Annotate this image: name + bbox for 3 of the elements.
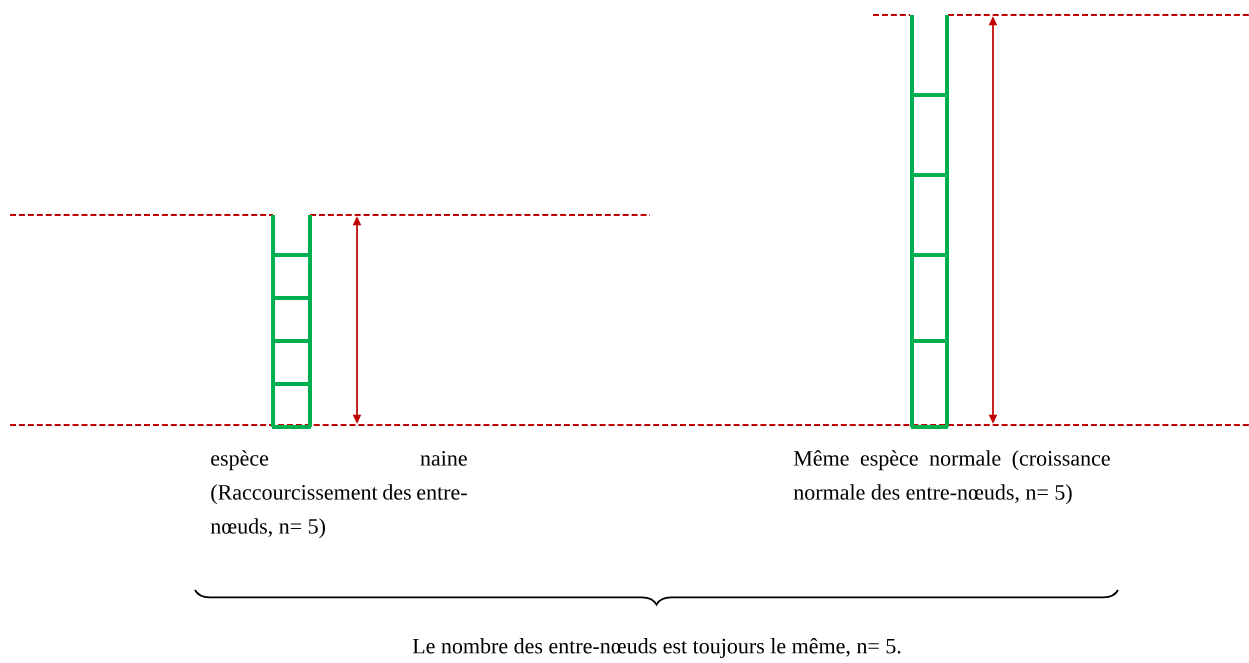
caption-text: espèce naine (Raccourcissement des entre-nœuds, n= 5)	[210, 450, 467, 539]
caption-text: Même espèce normale (croissance normale des entre-nœuds, n= 5)	[793, 450, 1110, 505]
summary-text: Le nombre des entre-nœuds est toujours le même, n= 5.	[412, 638, 901, 658]
